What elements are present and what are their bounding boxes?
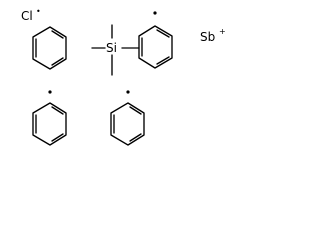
ring-double-bond-1	[51, 30, 64, 39]
ring-double-bond-2	[51, 57, 64, 66]
antimony-charge: +	[219, 27, 226, 36]
phenyl-ring-silyl	[138, 11, 173, 69]
silicon-symbol: Si	[106, 41, 117, 55]
structure-diagram: Cl • Sb + Si	[21, 7, 226, 146]
ring-outline	[32, 102, 67, 146]
radical-dot	[48, 90, 52, 94]
ring-outline	[32, 26, 67, 70]
antimony-symbol: Sb	[200, 30, 215, 44]
ring-double-bond-2	[51, 133, 64, 142]
chloride-label: Cl •	[21, 7, 41, 23]
molecule-canvas: Cl • Sb + Si	[21, 7, 226, 146]
chloride-symbol: Cl	[21, 9, 33, 23]
ring-double-bond-1	[51, 106, 64, 115]
ring-double-bond-2	[129, 133, 142, 142]
trimethylsilyl-group: Si	[91, 24, 140, 76]
ring-outline	[110, 102, 145, 146]
chloride-radical-mark: •	[36, 7, 41, 16]
ring-outline	[138, 25, 173, 69]
phenyl-ring-bottom-left	[32, 90, 67, 146]
ring-double-bond-2	[156, 56, 170, 65]
phenyl-ring-top-left	[32, 26, 67, 70]
radical-dot	[126, 90, 130, 94]
antimony-label: Sb +	[200, 27, 226, 44]
radical-dot	[153, 11, 157, 15]
phenyl-ring-bottom-right	[110, 90, 145, 146]
ring-double-bond-1	[129, 106, 142, 115]
ring-double-bond-1	[156, 29, 170, 38]
